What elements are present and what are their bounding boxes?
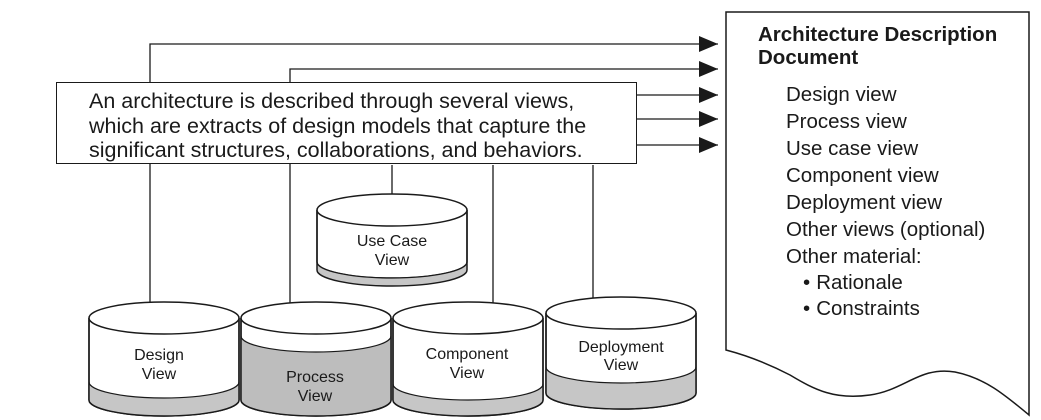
arrowhead-5 (699, 137, 718, 153)
deployment-view-label-line2: View (604, 357, 639, 374)
arrowhead-3 (699, 87, 718, 103)
process-view-label-line2: View (298, 388, 333, 405)
cylinder-process-view: Process View (240, 301, 392, 417)
document-title: Architecture Description Document (758, 23, 997, 69)
arrowhead-2 (699, 61, 718, 77)
cylinder-deployment-view: Deployment View (545, 296, 697, 410)
component-view-label-line1: Component (426, 346, 509, 363)
use-case-view-label-line2: View (375, 252, 410, 269)
document-sub-list: Rationale Constraints (803, 270, 920, 322)
document-item-deployment-view: Deployment view (786, 191, 943, 214)
document-sub-item-rationale: Rationale (803, 270, 920, 296)
connector-deployment-view (592, 144, 718, 305)
cylinder-component-view: Component View (392, 301, 544, 417)
design-view-label-line2: View (142, 366, 177, 383)
cylinder-use-case-view: Use Case View (316, 193, 468, 287)
component-view-label-line2: View (450, 365, 485, 382)
process-view-label-line1: Process (286, 369, 344, 386)
connector-lines (149, 43, 718, 305)
document-title-line-1: Architecture Description (758, 23, 998, 46)
use-case-view-label-line1: Use Case (357, 233, 427, 250)
description-note: An architecture is described through sev… (56, 82, 637, 164)
design-view-label-line1: Design (134, 347, 184, 364)
arrowhead-4 (699, 111, 718, 127)
document-title-line-2: Document (758, 46, 859, 69)
note-line-2: which are extracts of design models that… (89, 113, 587, 138)
document-item-list: Design view Process view Use case view C… (786, 81, 985, 270)
document-item-other-views: Other views (optional) (786, 218, 986, 241)
document-sub-item-constraints: Constraints (803, 296, 920, 322)
note-line-1: An architecture is described through sev… (89, 89, 575, 113)
note-line-3: significant structures, collaborations, … (89, 138, 583, 162)
arrowhead-1 (699, 36, 718, 52)
arrowheads (699, 36, 718, 153)
connector-process-view (289, 68, 718, 305)
document-shape (725, 11, 1030, 417)
connector-design-view (149, 43, 718, 305)
document-item-use-case-view: Use case view (786, 137, 919, 160)
deployment-view-label-line1: Deployment (578, 339, 664, 356)
document-item-design-view: Design view (786, 83, 897, 106)
cylinder-design-view: Design View (88, 301, 240, 417)
document-item-other-material: Other material: (786, 245, 922, 268)
document-item-component-view: Component view (786, 164, 939, 187)
document-item-process-view: Process view (786, 110, 907, 133)
